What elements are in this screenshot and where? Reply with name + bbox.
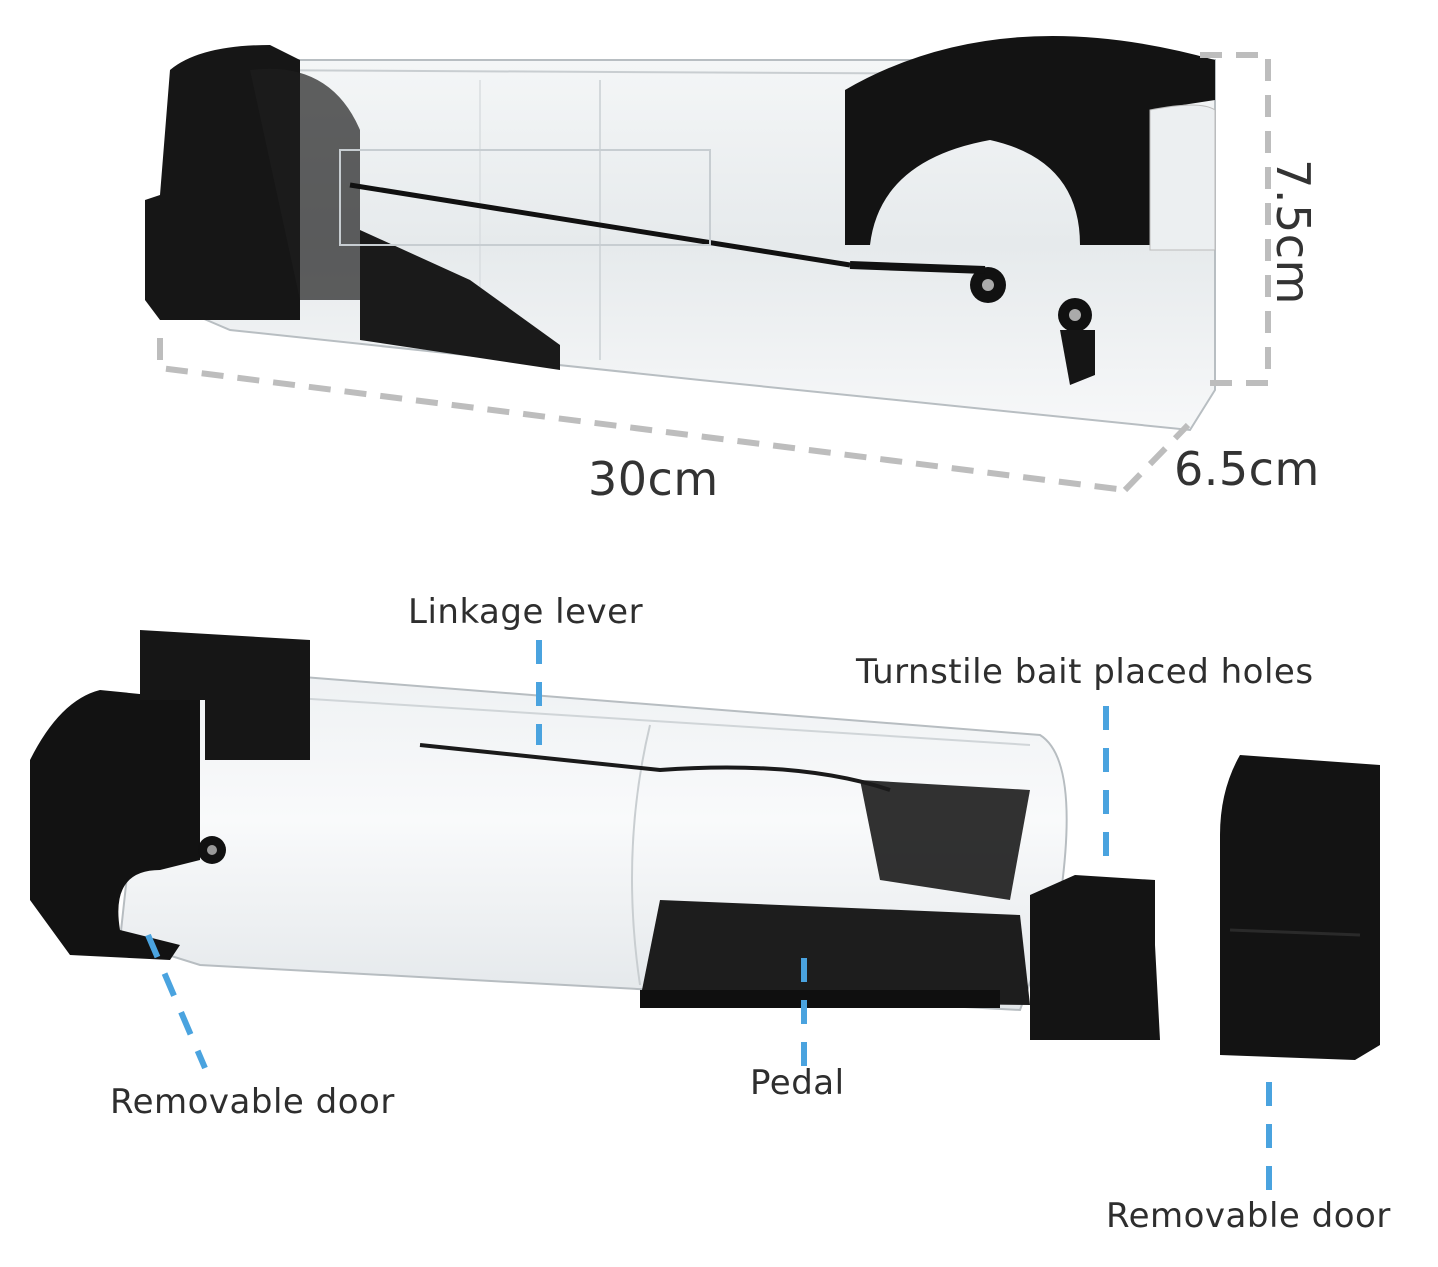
top-trap-linkage-rod — [349, 182, 851, 268]
bottom-trap-left-door — [30, 690, 200, 960]
turnstile-holes-label: Turnstile bait placed holes — [856, 652, 1314, 692]
length-label: 30cm — [588, 452, 719, 506]
top-trap-front-door — [845, 35, 1215, 245]
bottom-trap-pedal — [860, 780, 1030, 900]
width-dimension-line — [1122, 422, 1191, 493]
removable-door-right-label: Removable door — [1106, 1196, 1391, 1236]
callout-lines — [145, 640, 1272, 1192]
bottom-trap-front-block — [1030, 875, 1160, 1040]
width-label: 6.5cm — [1174, 442, 1320, 496]
length-dimension-line — [157, 338, 1126, 493]
height-dimension-line — [1200, 52, 1271, 386]
pedal-label: Pedal — [750, 1063, 845, 1103]
removable-door-left-label: Removable door — [110, 1082, 395, 1122]
bottom-trap-illustration — [30, 630, 1380, 1060]
top-trap-pedal — [360, 230, 560, 370]
separate-removable-door — [1220, 755, 1380, 1060]
linkage-lever-label: Linkage lever — [408, 592, 644, 632]
top-trap-illustration — [145, 35, 1216, 432]
height-label: 7.5cm — [1265, 159, 1320, 305]
bottom-trap-linkage-rod — [419, 743, 891, 792]
dimension-lines — [157, 52, 1271, 493]
